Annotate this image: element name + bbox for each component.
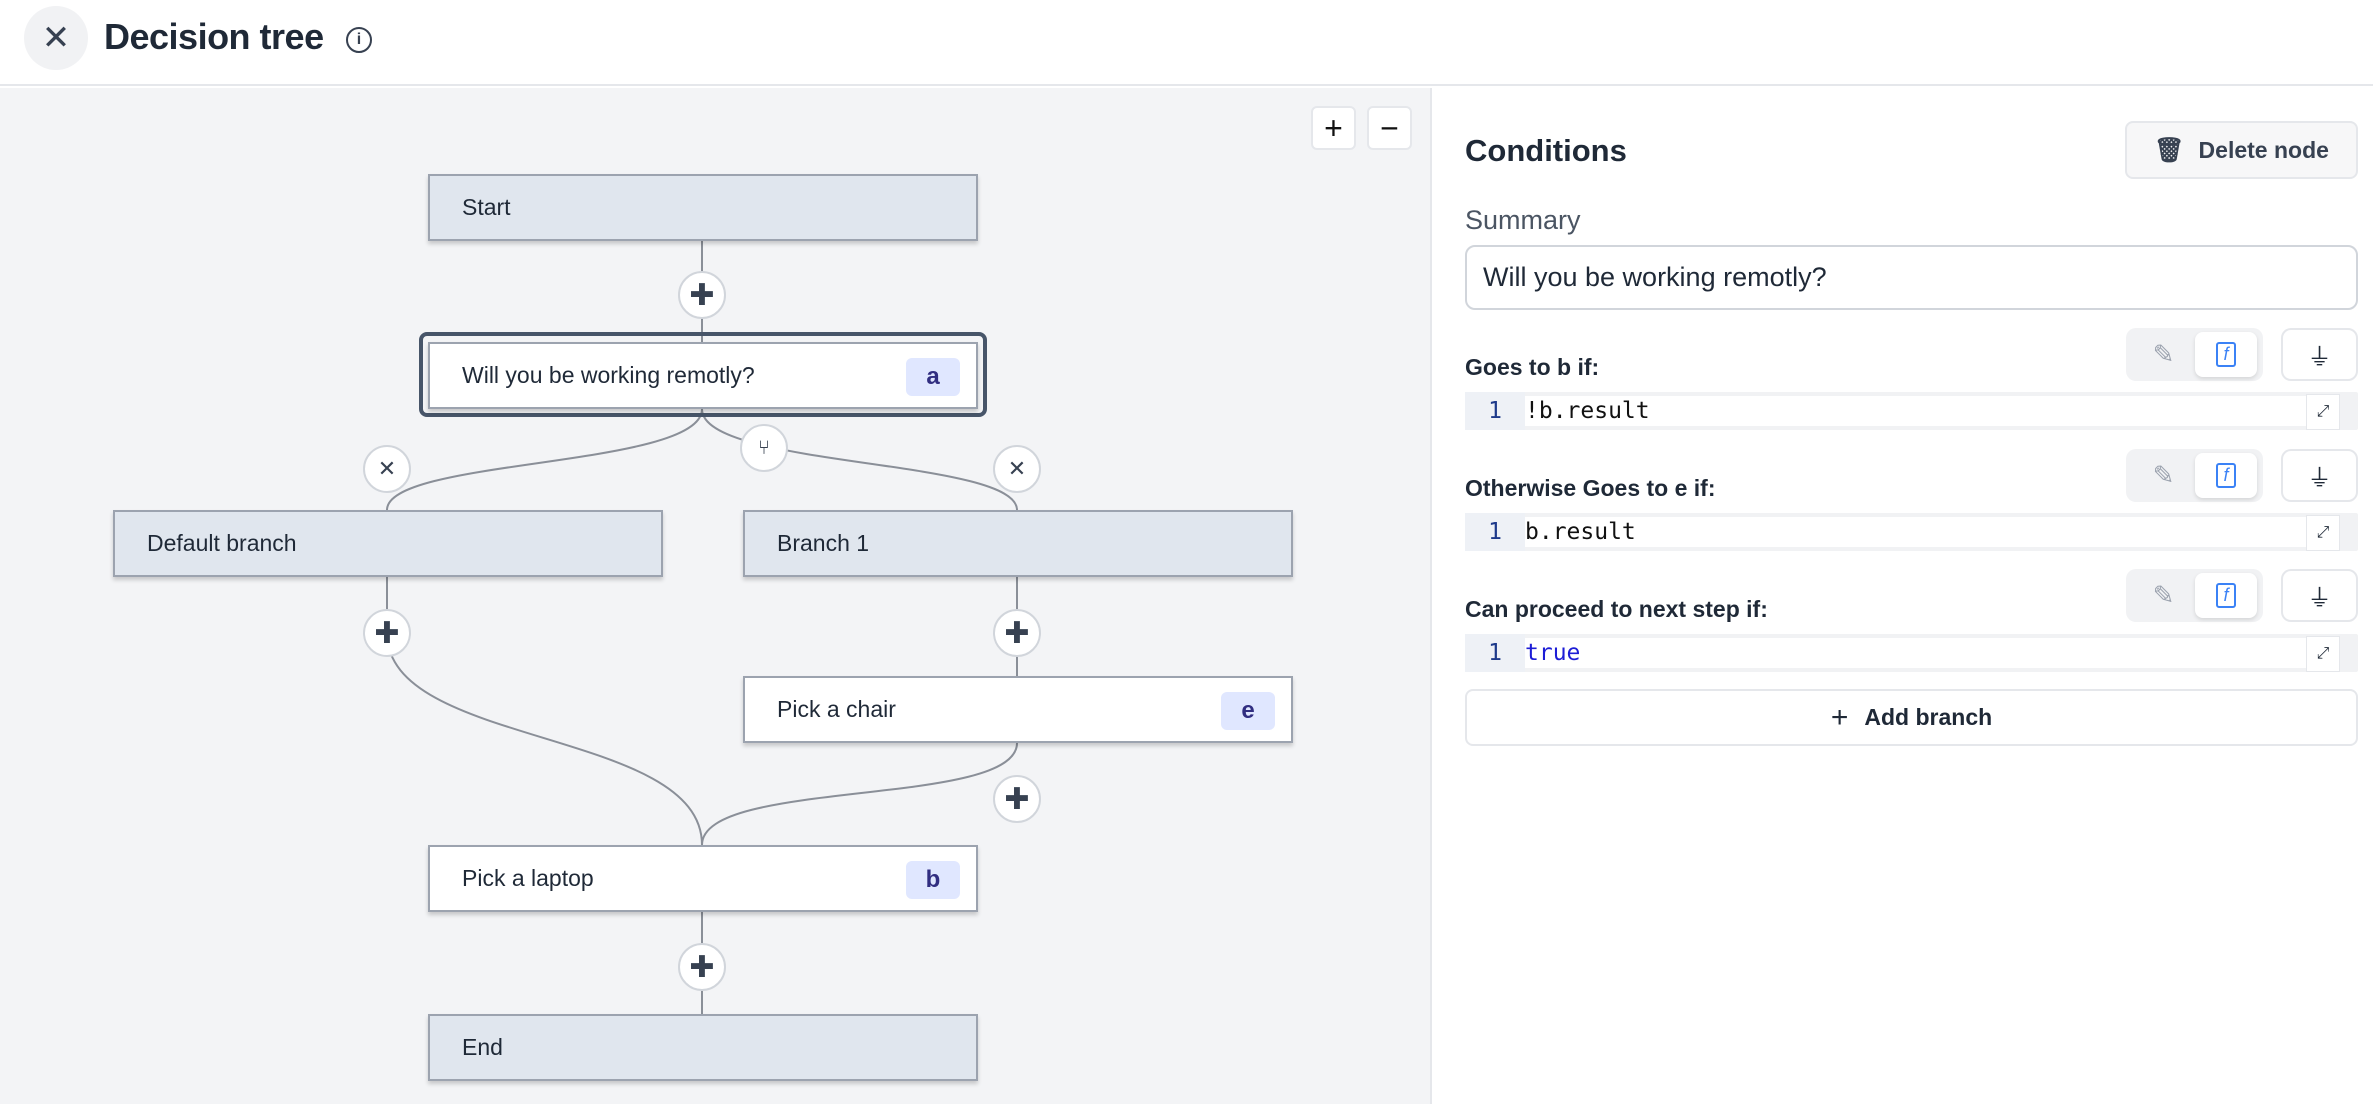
close-icon: ✕ <box>1007 456 1027 481</box>
node-label: Pick a laptop <box>462 865 594 891</box>
close-icon: ✕ <box>41 19 71 57</box>
expand-icon[interactable]: ⤢ <box>2306 515 2340 551</box>
plug-button[interactable]: ⏚ <box>2281 328 2358 381</box>
summary-input[interactable]: Will you be working remotly? <box>1465 245 2358 310</box>
plug-icon: ⏚ <box>2307 585 2332 612</box>
node-badge: b <box>906 861 960 899</box>
node-label: Default branch <box>147 530 297 556</box>
plus-icon: ✚ <box>1004 782 1030 816</box>
plug-button[interactable]: ⏚ <box>2281 569 2358 622</box>
node-label: Will you be working remotly? <box>462 362 755 388</box>
plus-icon: ✚ <box>374 616 400 650</box>
code-editor[interactable]: 1 b.result ⤢ <box>1465 513 2358 551</box>
line-number: 1 <box>1465 634 1525 672</box>
add-step-button[interactable]: ✚ <box>678 943 726 991</box>
close-icon: ✕ <box>377 456 397 481</box>
editor-mode-toggle: ✎ f <box>2126 569 2263 622</box>
line-number: 1 <box>1465 392 1525 430</box>
code-editor[interactable]: 1 !b.result ⤢ <box>1465 392 2358 430</box>
header: ✕ Decision tree i <box>0 0 2373 86</box>
add-step-button[interactable]: ✚ <box>993 775 1041 823</box>
node-start[interactable]: Start <box>428 174 978 241</box>
page-title: Decision tree <box>104 16 324 57</box>
delete-node-button[interactable]: 🗑︎ Delete node <box>2125 121 2358 179</box>
info-icon[interactable]: i <box>346 27 372 53</box>
plug-icon: ⏚ <box>2307 344 2332 371</box>
node-default-branch[interactable]: Default branch <box>113 510 663 577</box>
node-end[interactable]: End <box>428 1014 978 1081</box>
pencil-icon[interactable]: ✎ <box>2152 580 2175 610</box>
function-icon[interactable]: f <box>2195 573 2257 618</box>
delete-label: Delete node <box>2198 136 2329 163</box>
condition-label: Otherwise Goes to e if: <box>1465 475 1716 501</box>
zoom-in-button[interactable]: + <box>1311 106 1356 150</box>
remove-branch-button[interactable]: ✕ <box>993 445 1041 493</box>
condition-label: Goes to b if: <box>1465 354 1600 380</box>
add-branch-node-button[interactable]: ⑂ <box>740 424 788 472</box>
add-step-button[interactable]: ✚ <box>678 271 726 319</box>
add-branch-button[interactable]: + Add branch <box>1465 689 2358 746</box>
add-branch-label: Add branch <box>1864 704 1993 730</box>
plus-icon: ✚ <box>689 950 715 984</box>
node-chair[interactable]: Pick a chair e <box>743 676 1293 743</box>
expand-icon[interactable]: ⤢ <box>2306 636 2340 672</box>
expand-icon[interactable]: ⤢ <box>2306 394 2340 430</box>
node-label: Pick a chair <box>777 696 896 722</box>
node-laptop[interactable]: Pick a laptop b <box>428 845 978 912</box>
code-text[interactable]: !b.result <box>1525 396 2340 426</box>
node-label: Start <box>462 194 511 220</box>
summary-label: Summary <box>1465 205 1581 235</box>
code-text[interactable]: true <box>1525 638 2340 668</box>
node-badge: a <box>906 358 960 396</box>
node-label: Branch 1 <box>777 530 870 556</box>
zoom-out-button[interactable]: − <box>1367 106 1412 150</box>
plus-icon: ✚ <box>689 278 715 312</box>
node-branch-1[interactable]: Branch 1 <box>743 510 1293 577</box>
remove-branch-button[interactable]: ✕ <box>363 445 411 493</box>
trash-icon: 🗑︎ <box>2154 136 2185 164</box>
node-label: End <box>462 1034 503 1060</box>
add-step-button[interactable]: ✚ <box>993 609 1041 657</box>
pencil-icon[interactable]: ✎ <box>2152 339 2175 369</box>
editor-mode-toggle: ✎ f <box>2126 328 2263 381</box>
code-text[interactable]: b.result <box>1525 517 2340 547</box>
editor-mode-toggle: ✎ f <box>2126 449 2263 502</box>
node-badge: e <box>1221 692 1275 730</box>
pencil-icon[interactable]: ✎ <box>2152 460 2175 490</box>
line-number: 1 <box>1465 513 1525 551</box>
plug-button[interactable]: ⏚ <box>2281 449 2358 502</box>
panel-title: Conditions <box>1465 133 1627 168</box>
condition-label: Can proceed to next step if: <box>1465 596 1768 622</box>
tree-canvas[interactable]: + − Start ✚ Will you be working remotly?… <box>0 88 1432 1104</box>
summary-value: Will you be working remotly? <box>1483 262 1827 292</box>
plug-icon: ⏚ <box>2307 465 2332 492</box>
add-step-button[interactable]: ✚ <box>363 609 411 657</box>
code-editor[interactable]: 1 true ⤢ <box>1465 634 2358 672</box>
function-icon[interactable]: f <box>2195 453 2257 498</box>
function-icon[interactable]: f <box>2195 332 2257 377</box>
node-question[interactable]: Will you be working remotly? a <box>428 342 978 409</box>
close-button[interactable]: ✕ <box>24 6 88 70</box>
plus-icon: ✚ <box>1004 616 1030 650</box>
plus-icon: + <box>1830 700 1849 734</box>
branch-icon: ⑂ <box>758 436 770 459</box>
selection-outline <box>419 332 987 417</box>
